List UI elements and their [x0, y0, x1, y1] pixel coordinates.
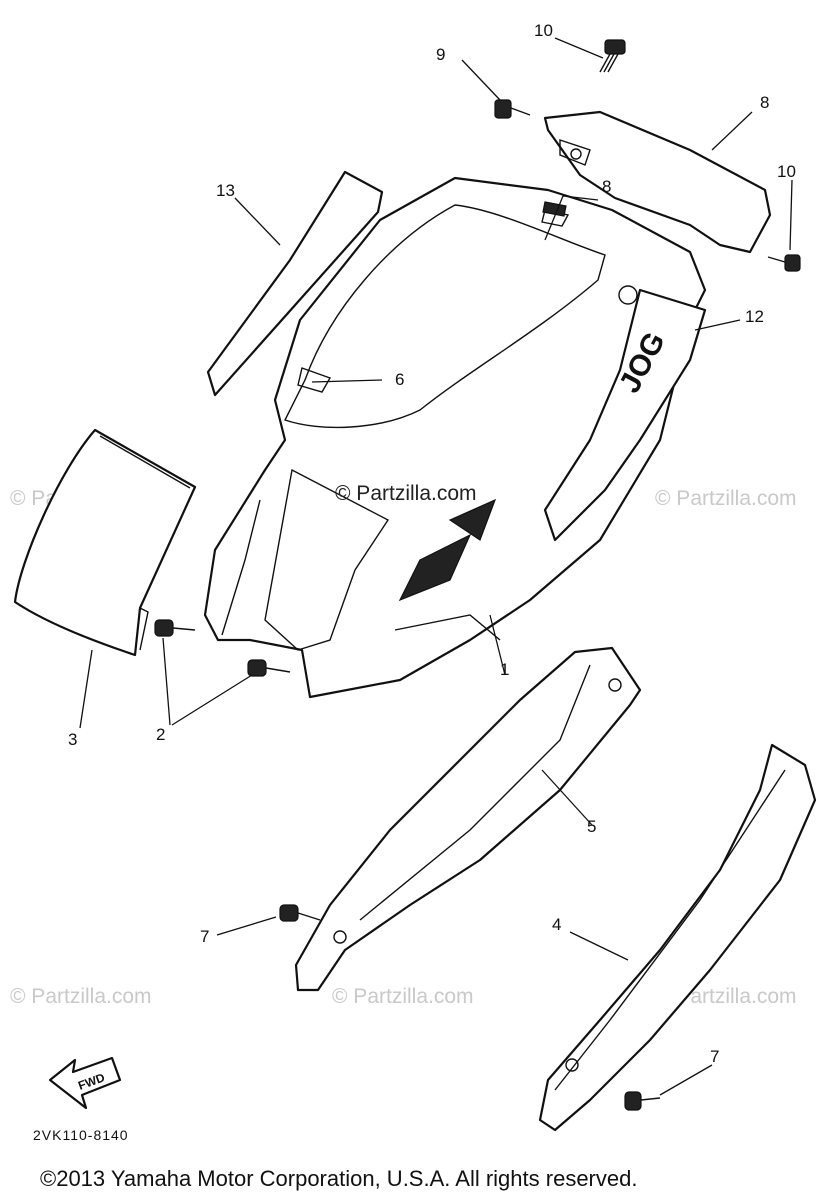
- drawing-code: 2VK110-8140: [33, 1127, 129, 1143]
- part-9-tail-cap: [543, 110, 772, 254]
- part-10-bolt-top: [494, 99, 531, 119]
- callout-labels: 10 9 8 10 8 13 12 6 1 3 2 5 7 4 7: [68, 21, 796, 1066]
- watermark-center: © Partzilla.com: [335, 482, 477, 505]
- part-1-body-cover: [203, 176, 707, 699]
- watermark-group: © Partzilla.com © Partzilla.com © Partzi…: [10, 487, 797, 1008]
- part-13-panel-strip: [206, 170, 384, 397]
- part-10-bolt-right: [767, 254, 801, 272]
- callout-2: 2: [156, 725, 165, 744]
- callout-13: 13: [216, 181, 235, 200]
- callout-5: 5: [587, 817, 596, 836]
- part-4-side-rail: [538, 743, 817, 1132]
- part-7-bolt-left: [279, 904, 321, 922]
- callout-11: 10: [534, 21, 553, 40]
- part-5-side-rail: [294, 646, 642, 992]
- callout-8: 8: [602, 177, 611, 196]
- callout-7-right: 7: [710, 1047, 719, 1066]
- fwd-arrow: FWD: [48, 1056, 122, 1110]
- callout-10-top: 9: [436, 45, 445, 64]
- part-3-cover-lid: [13, 428, 197, 657]
- part-11-screw: [599, 39, 626, 73]
- callout-9: 8: [760, 93, 769, 112]
- callout-10-right: 10: [777, 162, 796, 181]
- part-2-bolt-upper: [154, 619, 196, 637]
- copyright-notice: ©2013 Yamaha Motor Corporation, U.S.A. A…: [40, 1166, 637, 1191]
- leader-lines: [79, 37, 793, 1096]
- fastener-group: [154, 39, 801, 1111]
- watermark-right: © Partzilla.com: [655, 487, 797, 510]
- watermark-bottom-left: © Partzilla.com: [10, 985, 152, 1008]
- part-2-bolt-lower: [247, 659, 291, 677]
- watermark-bottom-center: © Partzilla.com: [332, 985, 474, 1008]
- callout-4: 4: [552, 915, 561, 934]
- callout-3: 3: [68, 730, 77, 749]
- callout-7-left: 7: [200, 927, 209, 946]
- part-7-bolt-right: [624, 1091, 661, 1111]
- callout-12: 12: [745, 307, 764, 326]
- callout-6: 6: [395, 370, 404, 389]
- callout-1: 1: [500, 660, 509, 679]
